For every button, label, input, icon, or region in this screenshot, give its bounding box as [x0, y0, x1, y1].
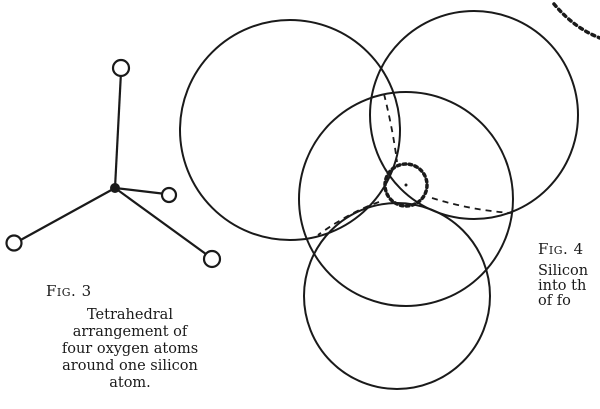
fig3-caption-line: four oxygen atoms [61, 341, 199, 357]
oxygen-sphere-left [179, 19, 401, 241]
hidden-edge-lines [317, 93, 512, 236]
fig3-caption-line: atom. [109, 375, 151, 389]
fig4-caption-line: of fo [538, 293, 571, 309]
bond-line-right-upper [114, 186, 167, 196]
silicon-center-point [404, 183, 408, 187]
fig3-caption-line: around one silicon [62, 358, 198, 374]
bond-line-top [113, 71, 123, 189]
bond-line-left-lower [16, 187, 116, 243]
fig3-label: Fig. 3 [46, 282, 92, 300]
silicon-atom-dotted-ring [383, 162, 429, 208]
oxygen-atom-right-upper [160, 186, 178, 204]
oxygen-sphere-bottom [303, 202, 491, 390]
oxygen-atom-top [111, 58, 131, 78]
fig4-caption-line: into th [538, 278, 587, 294]
fig4-label: Fig. 4 [538, 240, 584, 258]
fig3-caption-line: Tetrahedral [87, 307, 173, 323]
adjacent-figure-dotted-arc [552, 2, 600, 40]
fig4-packing-diagram [179, 2, 600, 390]
oxygen-atom-right-lower [202, 249, 222, 269]
oxygen-sphere-right [369, 10, 579, 220]
fig4-caption-line: Silicon [538, 263, 589, 279]
oxygen-atom-left-lower [5, 234, 23, 252]
silicon-atom-center [110, 183, 120, 193]
oxygen-sphere-front [298, 91, 514, 307]
fig3-caption-line: arrangement of [72, 324, 188, 340]
fig3-tetrahedron-diagram [5, 58, 222, 269]
bond-line-right-lower [114, 187, 211, 258]
